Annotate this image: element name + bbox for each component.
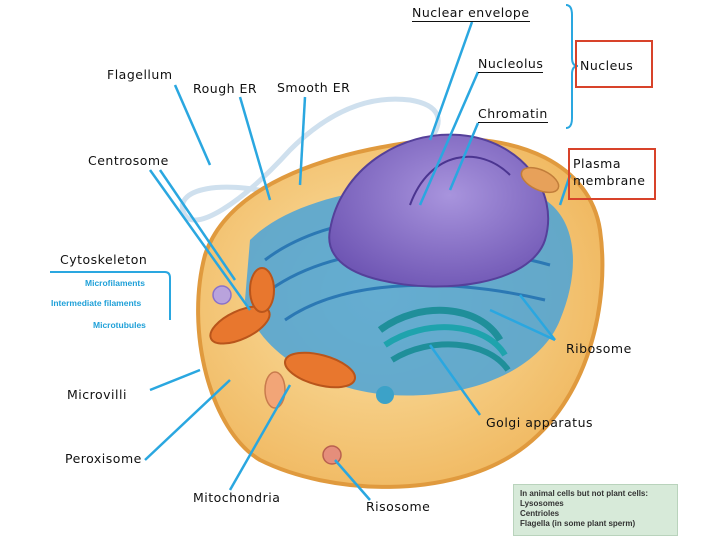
mitochondrion-1	[209, 305, 271, 345]
label-flagellum: Flagellum	[107, 67, 173, 82]
label-mitochondria: Mitochondria	[193, 490, 281, 505]
label-cytoskeleton: Cytoskeleton	[60, 252, 148, 267]
nucleus-highlight-box	[575, 40, 653, 88]
label-nucleolus: Nucleolus	[478, 56, 544, 73]
label-microtubules: Microtubules	[93, 320, 146, 330]
mitochondrion-3	[249, 267, 275, 313]
legend-item: Flagella (in some plant sperm)	[520, 519, 636, 528]
flagellum-shape	[180, 96, 441, 223]
legend-box: In animal cells but not plant cells: Lys…	[513, 484, 678, 536]
nucleus-bracket	[565, 4, 579, 129]
legend-title: In animal cells but not plant cells:	[520, 489, 649, 498]
label-microfilaments: Microfilaments	[85, 278, 145, 288]
plasma-membrane-highlight-box	[568, 148, 656, 200]
label-plasma-membrane: Plasma membrane	[573, 156, 646, 188]
mitochondrion-2	[284, 351, 356, 389]
label-peroxisome: Peroxisome	[65, 451, 142, 466]
golgi-shape	[377, 306, 504, 342]
label-smooth-er: Smooth ER	[277, 80, 351, 95]
label-chromatin: Chromatin	[478, 106, 548, 123]
label-golgi-apparatus: Golgi apparatus	[486, 415, 594, 430]
label-lysosome: Risosome	[366, 499, 431, 514]
lysosome-shape	[322, 445, 342, 465]
label-ribosome: Ribosome	[566, 341, 632, 356]
label-nuclear-envelope: Nuclear envelope	[412, 5, 530, 22]
nucleus-shape	[328, 133, 550, 288]
vesicle	[520, 166, 560, 194]
label-rough-er: Rough ER	[193, 81, 258, 96]
legend-item: Lysosomes	[520, 499, 564, 508]
label-microvilli: Microvilli	[67, 387, 127, 402]
leader-lines	[144, 21, 572, 501]
label-intermediate-filaments: Intermediate filaments	[51, 298, 142, 308]
label-centrosome: Centrosome	[88, 153, 169, 168]
label-nucleus: Nucleus	[580, 58, 634, 73]
cytoskeleton-bracket	[50, 271, 171, 320]
legend-item: Centrioles	[520, 509, 560, 518]
